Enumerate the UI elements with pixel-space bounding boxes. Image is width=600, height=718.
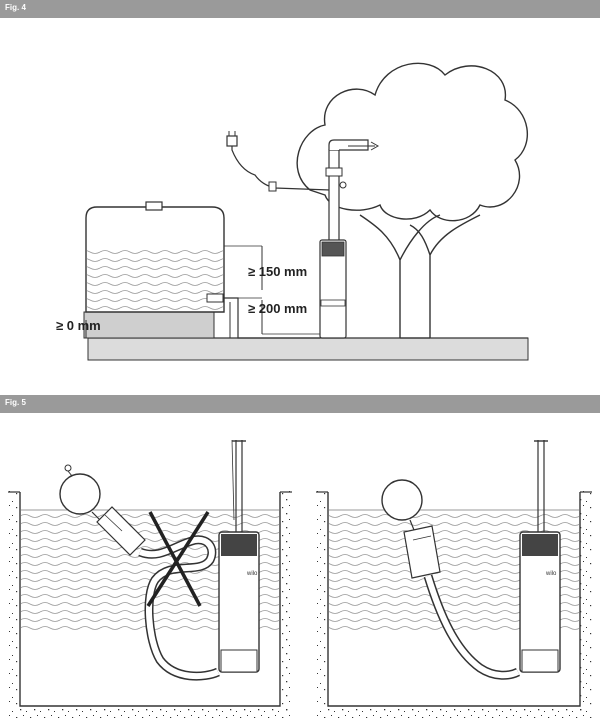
dim-label-200mm: ≥ 200 mm (248, 301, 307, 316)
power-cable (226, 131, 331, 192)
pump-fig4 (319, 239, 347, 339)
water-tank (85, 201, 225, 313)
pump-fig5-left: wilo (218, 439, 260, 673)
dim-label-0mm: ≥ 0 mm (56, 318, 101, 333)
cross-mark-icon (146, 511, 210, 607)
dim-label-150mm: ≥ 150 mm (248, 264, 307, 279)
fig5-label: Fig. 5 (5, 398, 26, 407)
fig5-header-bar: Fig. 5 (0, 395, 600, 413)
plug-icon (226, 135, 238, 147)
tank-cap (145, 201, 163, 211)
fig4-header-bar: Fig. 4 (0, 0, 600, 18)
fig5-left-wrong-installation: wilo (8, 439, 292, 718)
ground (87, 337, 529, 361)
riser-pipe (325, 139, 380, 243)
pump-brand-label-right: wilo (545, 571, 557, 577)
dimension-lines (85, 245, 322, 338)
pump-brand-label-left: wilo (246, 571, 258, 577)
fig4-diagram: ≥ 150 mm ≥ 200 mm ≥ 0 mm (56, 62, 529, 361)
fig4-label: Fig. 4 (5, 3, 26, 12)
pump-fig5-right: wilo (519, 440, 561, 673)
tree (296, 62, 529, 339)
float-ball-left (59, 473, 101, 515)
tank-plinth (83, 311, 215, 339)
float-ball-right (381, 479, 423, 521)
fig5-right-correct-installation: wilo (316, 440, 592, 718)
